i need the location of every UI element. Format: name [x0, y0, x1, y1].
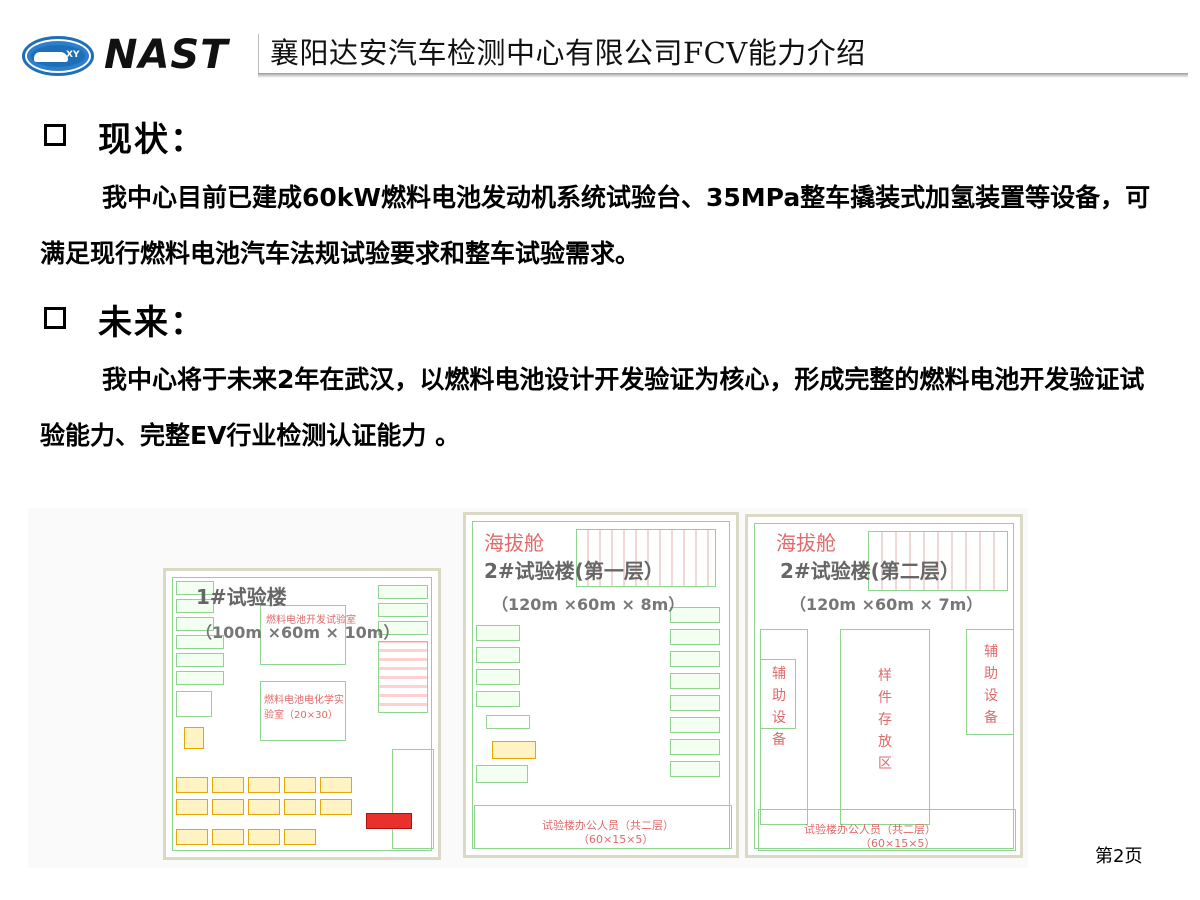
- plan-dims-building-2-floor-2: （120m ×60m × 7m）: [790, 595, 983, 614]
- page-number: 第2页: [1095, 846, 1143, 867]
- plan-title-building-2-floor-1: 2#试验楼(第一层）: [484, 559, 664, 583]
- square-bullet-icon: [44, 124, 66, 146]
- office-dims: （60×15×5）: [860, 837, 936, 850]
- plan-dims-building-2-floor-1: （120m ×60m × 8m）: [492, 595, 685, 614]
- office-label: 试验楼办公人员（共二层）: [804, 823, 936, 836]
- slide-title: 襄阳达安汽车检测中心有限公司FCV能力介绍: [270, 36, 866, 70]
- office-label: 试验楼办公人员（共二层）: [542, 819, 674, 832]
- header-rule: [258, 73, 1188, 78]
- plan-dims-building-1: （100m ×60m × 10m）: [196, 623, 400, 642]
- floor-plan-building-1: 燃料电池开发试验室 燃料电池电化学实验室（20×30） 1#试验楼 （100m …: [163, 568, 441, 860]
- plan-title-building-2-floor-2: 2#试验楼(第二层）: [780, 559, 960, 583]
- header-divider: [258, 34, 259, 76]
- room-label-aux-left: 辅助设备: [772, 666, 786, 748]
- altitude-chamber-label: 海拔舱: [484, 531, 544, 555]
- section-body-current: 我中心目前已建成60kW燃料电池发动机系统试验台、35MPa整车撬装式加氢装置等…: [40, 183, 1151, 268]
- floor-plan-building-2-floor-1: 海拔舱 试验楼办公人员（共二层） （60×15×5） 2#试验楼(第一层） （1…: [463, 512, 739, 858]
- room-label-fc-electrochem: 燃料电池电化学实验室（20×30）: [264, 695, 344, 721]
- logo-badge-text: XY: [66, 50, 80, 60]
- section-heading-future: 未来：: [98, 303, 206, 343]
- plan-title-building-1: 1#试验楼: [196, 585, 287, 609]
- room-label-fc-dev: 燃料电池开发试验室: [266, 615, 356, 626]
- car-emblem-icon: [22, 36, 94, 76]
- office-dims: （60×15×5）: [578, 833, 654, 846]
- square-bullet-icon: [44, 307, 66, 329]
- room-label-sample-storage: 样件存放区: [878, 668, 892, 772]
- logo-wordmark: NAST: [104, 32, 229, 78]
- altitude-chamber-label: 海拔舱: [776, 531, 836, 555]
- room-label-aux-right: 辅助设备: [984, 644, 998, 726]
- section-body-future: 我中心将于未来2年在武汉，以燃料电池设计开发验证为核心，形成完整的燃料电池开发验…: [40, 365, 1145, 450]
- section-heading-current: 现状：: [98, 120, 206, 160]
- company-logo: XY NAST: [22, 32, 232, 82]
- floor-plan-building-2-floor-2: 海拔舱 辅助设备 样件存放区 辅助设备 试验楼办公人员（共二层） （60×15×…: [745, 514, 1023, 858]
